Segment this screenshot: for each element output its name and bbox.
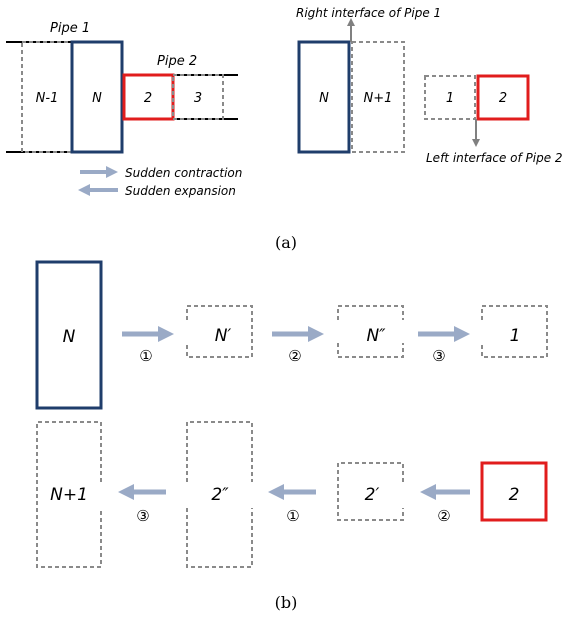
row1-cell-n (35, 260, 103, 410)
ghost-cell-2-label: 2 (499, 91, 507, 106)
legend-expansion-label: Sudden expansion (125, 184, 236, 198)
caption-b: (b) (275, 593, 298, 612)
ghost-cell-n-plus-1-label: N+1 (364, 91, 393, 106)
row1-cell-n-dprime-label: N″ (366, 326, 386, 346)
row1-cell-n-dprime-bottom (337, 343, 404, 358)
pipe2-label: Pipe 2 (157, 54, 197, 69)
row2-arrow-1 (268, 484, 316, 500)
ghost-cell-n-label: N (319, 91, 329, 106)
row1-cell-1 (481, 305, 548, 358)
ghost-cell-n-plus-1 (351, 41, 405, 153)
row2-cell-2-dprime-label: 2″ (211, 485, 229, 505)
row1-step3-label: ③ (432, 347, 445, 365)
row2-cell-2-dprime-top (186, 421, 253, 482)
ghost-cell-n (297, 40, 351, 154)
cell-2-label: 2 (144, 91, 152, 106)
row1-cell-n-prime (186, 305, 253, 358)
row2-sequence: N+1 2″ 2′ 2 ③ ① ② (36, 421, 548, 568)
interface-diagram: Right interface of Pipe 1 Left interface… (296, 6, 563, 165)
row2-cell-2 (480, 461, 548, 522)
row1-arrow-1 (122, 326, 174, 342)
row1-arrow-2 (272, 326, 324, 342)
row2-cell-n-plus-1-label: N+1 (50, 485, 88, 505)
row1-cell-n-dprime-left (337, 305, 404, 320)
row2-cell-n-plus-1 (36, 421, 102, 568)
row2-step1-label: ① (286, 507, 299, 525)
row1-step2-label: ② (288, 347, 301, 365)
cell-3 (172, 74, 224, 120)
expansion-arrow-icon (78, 184, 118, 196)
row1-cell-n-prime-label: N′ (215, 326, 232, 346)
left-interface-label: Left interface of Pipe 2 (426, 151, 563, 165)
row1-cell-1-label: 1 (510, 326, 521, 346)
row2-arrow-2 (420, 484, 470, 500)
cell-2 (122, 73, 175, 121)
legend: Sudden contraction Sudden expansion (78, 166, 242, 198)
cell-n (70, 40, 124, 154)
row1-step1-label: ① (139, 347, 152, 365)
row2-arrow-3 (118, 484, 166, 500)
row2-step3-label: ③ (136, 507, 149, 525)
row2-cell-2-dprime-bottom (186, 508, 253, 568)
cell-n-minus-1-label: N-1 (36, 91, 59, 106)
ghost-cell-1-label: 1 (446, 91, 454, 106)
pipe-junction-diagram: Pipe 1 Pipe 2 N-1 N 2 3 (6, 21, 238, 154)
row2-cell-2-label: 2 (509, 485, 520, 505)
contraction-arrow-icon (80, 166, 118, 178)
ghost-cell-1 (424, 75, 476, 120)
row2-step2-label: ② (437, 507, 450, 525)
row2-cell-2-prime-label: 2′ (365, 485, 380, 505)
ghost-cell-2 (476, 74, 530, 121)
right-interface-label: Right interface of Pipe 1 (296, 6, 441, 20)
row1-arrow-3 (418, 326, 470, 342)
row2-cell-2-prime (337, 462, 404, 521)
row1-cell-n-label: N (63, 327, 76, 347)
legend-contraction-label: Sudden contraction (125, 166, 242, 180)
pipe1-label: Pipe 1 (50, 21, 90, 36)
row1-sequence: N N′ N″ 1 ① ② ③ (35, 260, 548, 410)
cell-3-label: 3 (194, 91, 202, 106)
caption-a: (a) (275, 233, 297, 252)
cell-n-label: N (92, 91, 102, 106)
